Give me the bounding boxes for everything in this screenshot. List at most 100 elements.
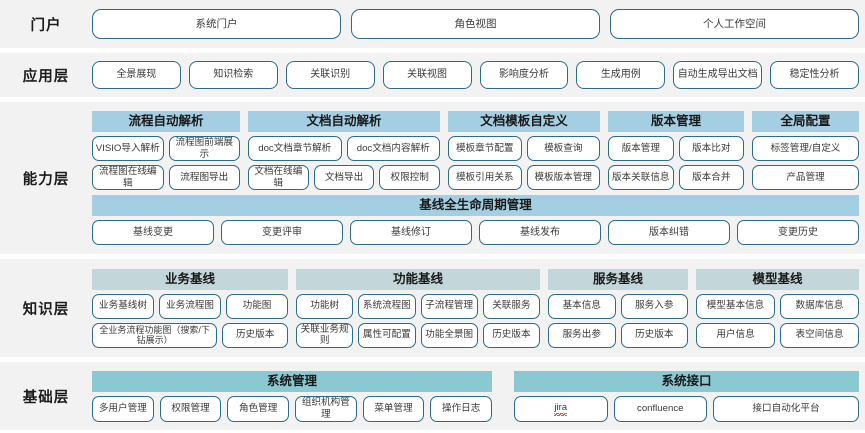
app-item-relation-identify[interactable]: 关联识别 xyxy=(285,61,375,89)
know-item-service-input-param[interactable]: 服务入参 xyxy=(620,293,688,319)
capability-group-doc-template: 文档模板自定义 模板章节配置 模板查询 模板引用关系 模板版本管理 xyxy=(448,111,600,190)
base-item-confluence[interactable]: confluence xyxy=(613,395,707,422)
base-item-permission-mgmt[interactable]: 权限管理 xyxy=(159,395,222,422)
baseline-item-change-history[interactable]: 变更历史 xyxy=(737,220,859,245)
baseline-item-release[interactable]: 基线发布 xyxy=(479,220,601,245)
baseline-item-change[interactable]: 基线变更 xyxy=(92,220,214,245)
app-item-generate-usecase[interactable]: 生成用例 xyxy=(576,61,666,89)
knowledge-row: 功能树 系统流程图 子流程管理 关联服务 xyxy=(296,293,540,319)
knowledge-group-list: 业务基线 业务基线树 业务流程图 功能图 全业务流程功能图（搜索/下钻展示） 历… xyxy=(92,268,859,348)
cap-item-version-relation-info[interactable]: 版本关联信息 xyxy=(608,165,674,190)
know-item-service-basic-info[interactable]: 基本信息 xyxy=(548,293,616,319)
base-item-jira[interactable]: jira xyxy=(514,395,608,422)
know-item-history-version-function[interactable]: 历史版本 xyxy=(482,322,540,348)
cap-item-doc-export[interactable]: 文档导出 xyxy=(313,165,375,190)
group-title-system-interface: 系统接口 xyxy=(514,370,859,392)
capability-group-list: 流程自动解析 VISIO导入解析 流程图前端展示 流程图在线编辑 流程图导出 文… xyxy=(92,111,859,190)
group-title-business-baseline: 业务基线 xyxy=(92,268,288,290)
capability-group-process-parse: 流程自动解析 VISIO导入解析 流程图前端展示 流程图在线编辑 流程图导出 xyxy=(92,111,240,190)
know-item-business-baseline-tree[interactable]: 业务基线树 xyxy=(92,293,154,319)
capability-row: 流程图在线编辑 流程图导出 xyxy=(92,165,240,190)
knowledge-row: 全业务流程功能图（搜索/下钻展示） 历史版本 xyxy=(92,322,288,348)
cap-item-template-query[interactable]: 模板查询 xyxy=(526,136,600,161)
capability-row: 模板章节配置 模板查询 xyxy=(448,136,600,161)
baseline-item-version-correction[interactable]: 版本纠错 xyxy=(608,220,730,245)
know-item-related-business-rule[interactable]: 关联业务规则 xyxy=(296,322,354,348)
layer-portal-body: 系统门户 角色视图 个人工作空间 xyxy=(92,9,865,39)
cap-item-doc-chapter-parse[interactable]: doc文档章节解析 xyxy=(248,136,342,161)
app-item-panorama[interactable]: 全景展现 xyxy=(92,61,181,89)
portal-item-role-view[interactable]: 角色视图 xyxy=(351,9,600,39)
knowledge-group-service-baseline: 服务基线 基本信息 服务入参 服务出参 历史版本 xyxy=(548,268,688,348)
foundation-row: jira confluence 接口自动化平台 xyxy=(514,395,859,422)
layer-label-capability: 能力层 xyxy=(22,171,70,188)
portal-item-system-portal[interactable]: 系统门户 xyxy=(92,9,341,39)
group-title-doc-parse: 文档自动解析 xyxy=(248,111,440,132)
knowledge-group-model-baseline: 模型基线 模型基本信息 数据库信息 用户信息 表空间信息 xyxy=(696,268,859,348)
app-item-auto-export-doc[interactable]: 自动生成导出文档 xyxy=(673,61,763,89)
cap-item-product-mgmt[interactable]: 产品管理 xyxy=(752,165,859,190)
app-item-stability-analysis[interactable]: 稳定性分析 xyxy=(770,61,859,89)
know-item-tablespace-info[interactable]: 表空间信息 xyxy=(780,322,859,348)
baseline-lifecycle-row: 基线变更 变更评审 基线修订 基线发布 版本纠错 变更历史 xyxy=(92,220,859,245)
app-item-knowledge-search[interactable]: 知识检索 xyxy=(188,61,278,89)
know-item-function-panorama[interactable]: 功能全景图 xyxy=(420,322,478,348)
cap-item-doc-online-edit[interactable]: 文档在线编辑 xyxy=(248,165,309,190)
group-title-process-parse: 流程自动解析 xyxy=(92,111,240,132)
know-item-history-version-service[interactable]: 历史版本 xyxy=(620,322,688,348)
know-item-related-service[interactable]: 关联服务 xyxy=(482,293,540,319)
know-item-function-diagram[interactable]: 功能图 xyxy=(226,293,288,319)
base-item-multi-user-mgmt[interactable]: 多用户管理 xyxy=(92,395,154,422)
cap-item-tag-mgmt-custom[interactable]: 标签管理/自定义 xyxy=(752,136,859,161)
base-item-role-mgmt[interactable]: 角色管理 xyxy=(227,395,290,422)
layer-knowledge: 知识层 业务基线 业务基线树 业务流程图 功能图 全业务流程功能图（搜索/下钻展… xyxy=(0,259,865,357)
cap-item-template-chapter-config[interactable]: 模板章节配置 xyxy=(448,136,522,161)
layer-application: 应用层 全景展现 知识检索 关联识别 关联视图 影响度分析 生成用例 自动生成导… xyxy=(0,53,865,97)
cap-item-template-version-mgmt[interactable]: 模板版本管理 xyxy=(526,165,600,190)
layer-knowledge-body: 业务基线 业务基线树 业务流程图 功能图 全业务流程功能图（搜索/下钻展示） 历… xyxy=(92,265,865,352)
cap-item-version-mgmt[interactable]: 版本管理 xyxy=(608,136,674,161)
know-item-history-version-business[interactable]: 历史版本 xyxy=(222,322,288,348)
base-item-interface-automation-platform[interactable]: 接口自动化平台 xyxy=(713,395,859,422)
base-item-org-structure-mgmt[interactable]: 组织机构管理 xyxy=(295,395,357,422)
group-title-global-config: 全局配置 xyxy=(752,111,859,132)
group-title-service-baseline: 服务基线 xyxy=(548,268,688,290)
cap-item-permission-control[interactable]: 权限控制 xyxy=(379,165,441,190)
capability-row: 模板引用关系 模板版本管理 xyxy=(448,165,600,190)
capability-row: doc文档章节解析 doc文档内容解析 xyxy=(248,136,440,161)
layer-capability-body: 流程自动解析 VISIO导入解析 流程图前端展示 流程图在线编辑 流程图导出 文… xyxy=(92,107,865,249)
cap-item-template-reference[interactable]: 模板引用关系 xyxy=(448,165,522,190)
know-item-model-basic-info[interactable]: 模型基本信息 xyxy=(696,293,775,319)
know-item-system-flowchart[interactable]: 系统流程图 xyxy=(358,293,416,319)
know-item-service-output-param[interactable]: 服务出参 xyxy=(548,322,616,348)
capability-group-doc-parse: 文档自动解析 doc文档章节解析 doc文档内容解析 文档在线编辑 文档导出 权… xyxy=(248,111,441,190)
cap-item-doc-content-parse[interactable]: doc文档内容解析 xyxy=(346,136,440,161)
cap-item-flowchart-online-edit[interactable]: 流程图在线编辑 xyxy=(92,165,164,190)
cap-item-visio-import-parse[interactable]: VISIO导入解析 xyxy=(92,136,164,161)
base-item-operation-log[interactable]: 操作日志 xyxy=(430,395,493,422)
app-item-impact-analysis[interactable]: 影响度分析 xyxy=(479,61,569,89)
know-item-user-info[interactable]: 用户信息 xyxy=(696,322,775,348)
cap-item-version-compare[interactable]: 版本比对 xyxy=(678,136,744,161)
know-item-subprocess-mgmt[interactable]: 子流程管理 xyxy=(420,293,478,319)
portal-item-personal-workspace[interactable]: 个人工作空间 xyxy=(610,9,859,39)
base-item-menu-mgmt[interactable]: 菜单管理 xyxy=(362,395,425,422)
layer-label-portal: 门户 xyxy=(30,17,62,34)
cap-item-version-merge[interactable]: 版本合并 xyxy=(678,165,744,190)
capability-group-global-config: 全局配置 标签管理/自定义 产品管理 xyxy=(752,111,859,190)
baseline-item-revision[interactable]: 基线修订 xyxy=(350,220,472,245)
app-item-relation-view[interactable]: 关联视图 xyxy=(382,61,472,89)
know-item-function-tree[interactable]: 功能树 xyxy=(296,293,354,319)
know-item-full-business-flow-function-diagram[interactable]: 全业务流程功能图（搜索/下钻展示） xyxy=(92,322,218,348)
baseline-lifecycle-block: 基线全生命周期管理 基线变更 变更评审 基线修订 基线发布 版本纠错 变更历史 xyxy=(92,195,859,245)
baseline-item-change-review[interactable]: 变更评审 xyxy=(221,220,343,245)
capability-row: 文档在线编辑 文档导出 权限控制 xyxy=(248,165,441,190)
know-item-database-info[interactable]: 数据库信息 xyxy=(780,293,859,319)
know-item-business-flowchart[interactable]: 业务流程图 xyxy=(159,293,221,319)
cap-item-flowchart-frontend-display[interactable]: 流程图前端展示 xyxy=(168,136,240,161)
know-item-attribute-configurable[interactable]: 属性可配置 xyxy=(358,322,416,348)
layer-label-application: 应用层 xyxy=(22,68,70,85)
layer-application-body: 全景展现 知识检索 关联识别 关联视图 影响度分析 生成用例 自动生成导出文档 … xyxy=(92,61,865,89)
cap-item-flowchart-export[interactable]: 流程图导出 xyxy=(168,165,240,190)
